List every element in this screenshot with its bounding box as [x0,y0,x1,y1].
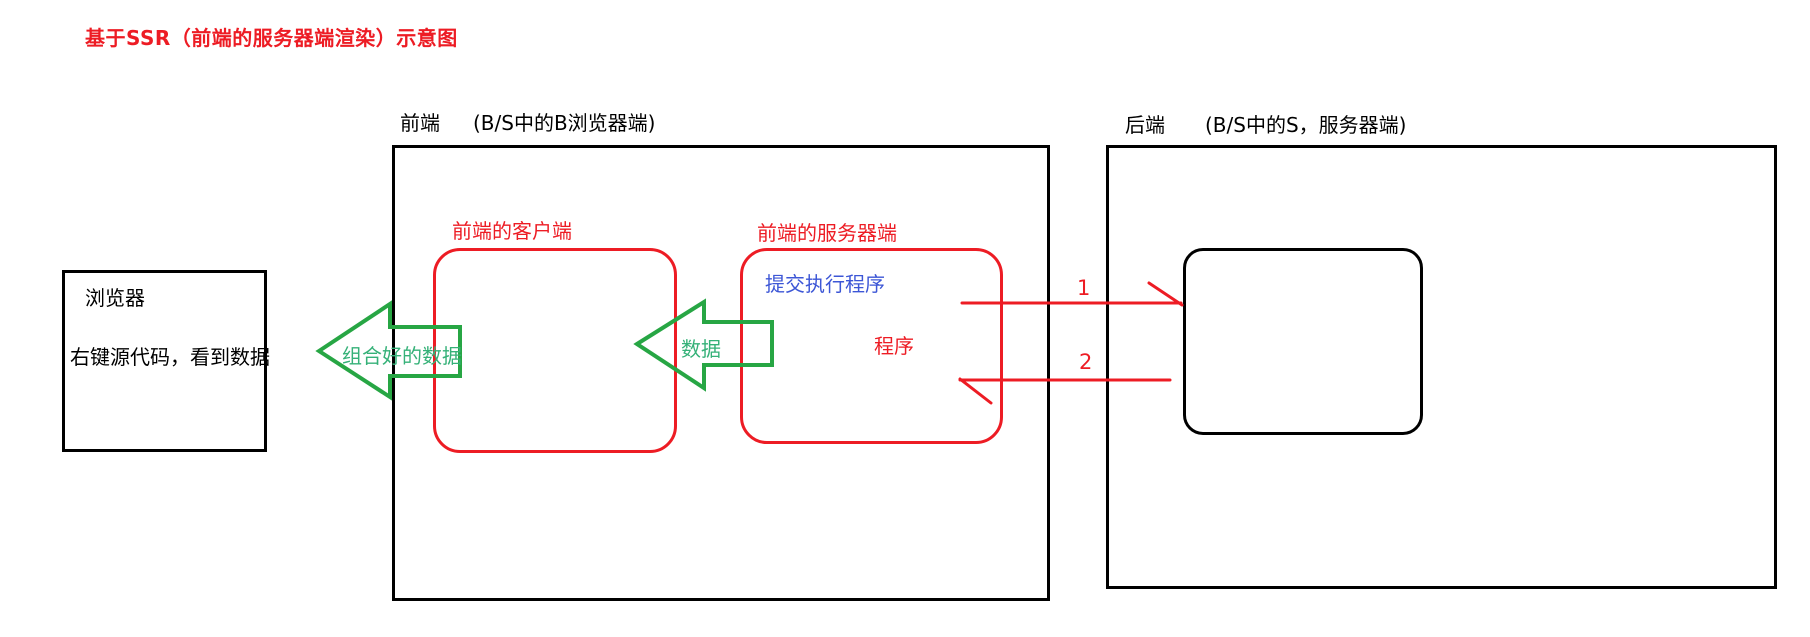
backend-inner-box [1183,248,1423,435]
browser-box-title: 浏览器 [85,286,145,310]
frontend-client-box [433,248,677,453]
frontend-client-label: 前端的客户端 [452,219,572,243]
browser-box: 浏览器 右键源代码，看到数据 [62,270,270,452]
backend-section-box [1106,145,1777,589]
submit-program-text: 提交执行程序 [765,272,885,296]
frontend-header: 前端 (B/S中的B浏览器端) [400,107,655,136]
step-1-label: 1 [1077,276,1091,300]
program-text: 程序 [874,334,914,358]
diagram-title: 基于SSR（前端的服务器端渲染）示意图 [85,26,458,50]
backend-label: 后端 [1125,113,1165,137]
combined-data-label: 组合好的数据 [342,344,462,368]
backend-header: 后端 (B/S中的S，服务器端) [1125,109,1406,138]
backend-sublabel: (B/S中的S，服务器端) [1205,113,1407,137]
frontend-server-label: 前端的服务器端 [757,221,897,245]
step-2-label: 2 [1079,350,1093,374]
frontend-label: 前端 [400,111,440,135]
data-label: 数据 [681,337,721,361]
frontend-sublabel: (B/S中的B浏览器端) [473,111,656,135]
browser-box-note: 右键源代码，看到数据 [70,345,270,369]
